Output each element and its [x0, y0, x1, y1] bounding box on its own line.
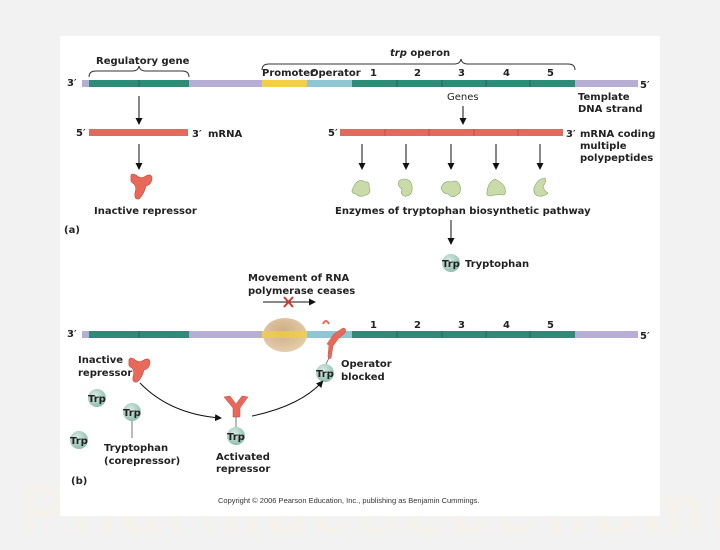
activation-arrow: [139, 382, 222, 422]
bound-trp-text: Trp: [316, 369, 334, 380]
trp-badge-text: Trp: [442, 259, 460, 270]
activated-label-2: repressor: [216, 464, 270, 475]
gene-number-5: 5: [547, 68, 554, 79]
mrna-left-3-prime: 3′: [192, 129, 202, 140]
trp-text-1: Trp: [88, 394, 106, 405]
enzymes-label: Enzymes of tryptophan biosynthetic pathw…: [335, 206, 591, 217]
movement-label-2: polymerase ceases: [248, 286, 355, 297]
dna-spacer-middle: [189, 80, 262, 87]
enzyme-icon-2: [398, 178, 413, 197]
diagram-card: Regulatory gene trp operon Promoter Oper…: [60, 36, 660, 516]
regulatory-gene-label: Regulatory gene: [96, 56, 190, 67]
movement-label-1: Movement of RNA: [248, 273, 349, 284]
gene-b-number-4: 4: [503, 320, 510, 331]
regulatory-gene-bracket: [88, 65, 190, 78]
trp-operon-bracket: [261, 58, 576, 71]
panel-a-label: (a): [64, 225, 80, 236]
inactive-label-1: Inactive: [78, 355, 123, 366]
dna-5-prime: 5′: [640, 80, 650, 91]
trp-operon-title: trp operon: [390, 48, 450, 59]
tryptophan-corepressor-label-2: (corepressor): [104, 456, 180, 467]
gene-number-3: 3: [458, 68, 465, 79]
tryptophan-corepressor-label-1: Tryptophan: [104, 443, 168, 454]
regulatory-mrna: [89, 129, 188, 136]
activated-trp-text: Trp: [227, 432, 245, 443]
copyright-text: Copyright © 2006 Pearson Education, Inc.…: [218, 496, 480, 505]
gene-b-number-1: 1: [370, 320, 377, 331]
dna-3-prime: 3′: [67, 78, 77, 89]
inactive-label-2: repressor: [78, 368, 132, 379]
gene-number-2: 2: [414, 68, 421, 79]
binding-arrow: [251, 380, 324, 417]
trp-text-2: Trp: [123, 408, 141, 419]
operator-label: Operator: [310, 68, 361, 79]
gene-b-number-5: 5: [547, 320, 554, 331]
tryptophan-molecule-icon: [442, 254, 460, 272]
activated-trp-icon: [227, 427, 245, 445]
operator-segment-b: [307, 331, 352, 338]
trp-molecule-icon-2: [123, 403, 141, 421]
enzyme-icon-5: [533, 177, 549, 197]
dna-b-5-prime: 5′: [640, 331, 650, 342]
operator-blocked-label-2: blocked: [341, 372, 385, 383]
enzymes-group: [351, 177, 549, 198]
inactive-repressor-b-icon: [128, 357, 151, 383]
polycistronic-mrna: [340, 129, 563, 136]
trp-operon-diagram: Regulatory gene trp operon Promoter Oper…: [64, 48, 655, 505]
dna-strand-a: [82, 80, 638, 87]
mrna-coding-label-2: multiple: [580, 141, 627, 152]
dna-strand-b: [82, 331, 638, 338]
bound-trp-icon: [316, 364, 334, 382]
mrna-right-3-prime: 3′: [566, 129, 576, 140]
gene-number-1: 1: [370, 68, 377, 79]
enzyme-icon-4: [486, 178, 506, 197]
activated-label-1: Activated: [216, 452, 270, 463]
mrna-coding-label-3: polypeptides: [580, 153, 653, 164]
blocked-x-icon: [283, 296, 294, 308]
dna-spacer-right: [575, 80, 638, 87]
trp-genes-segment: [352, 80, 575, 87]
enzyme-icon-1: [351, 180, 371, 197]
promoter-segment: [262, 80, 307, 87]
dna-spacer-left: [82, 80, 89, 87]
genes-label: Genes: [447, 92, 479, 103]
gene-b-number-3: 3: [458, 320, 465, 331]
gene-b-number-2: 2: [414, 320, 421, 331]
template-label-1: Template: [578, 92, 630, 103]
promoter-label: Promoter: [262, 68, 315, 79]
bound-repressor-icon: [322, 320, 346, 365]
inactive-repressor-icon: [130, 173, 153, 200]
mrna-coding-label-1: mRNA coding: [580, 129, 655, 140]
mrna-label: mRNA: [208, 129, 242, 140]
panel-b-label: (b): [71, 476, 87, 487]
trp-text-3: Trp: [70, 436, 88, 447]
gene-number-4: 4: [503, 68, 510, 79]
activated-repressor-icon: [223, 395, 249, 427]
trp-molecule-icon-3: [70, 431, 88, 449]
mrna-right-5-prime: 5′: [328, 128, 338, 139]
template-label-2: DNA strand: [578, 104, 643, 115]
trp-molecule-icon-1: [88, 389, 106, 407]
enzyme-icon-3: [440, 180, 461, 198]
mrna-left-5-prime: 5′: [76, 128, 86, 139]
dna-b-3-prime: 3′: [67, 329, 77, 340]
panel-a: Regulatory gene trp operon Promoter Oper…: [64, 48, 655, 272]
tryptophan-label: Tryptophan: [465, 259, 529, 270]
panel-b: Movement of RNA polymerase ceases 3′ 5′ …: [67, 273, 650, 487]
operator-segment: [307, 80, 352, 87]
inactive-repressor-label: Inactive repressor: [94, 206, 197, 217]
operator-blocked-label-1: Operator: [341, 359, 392, 370]
